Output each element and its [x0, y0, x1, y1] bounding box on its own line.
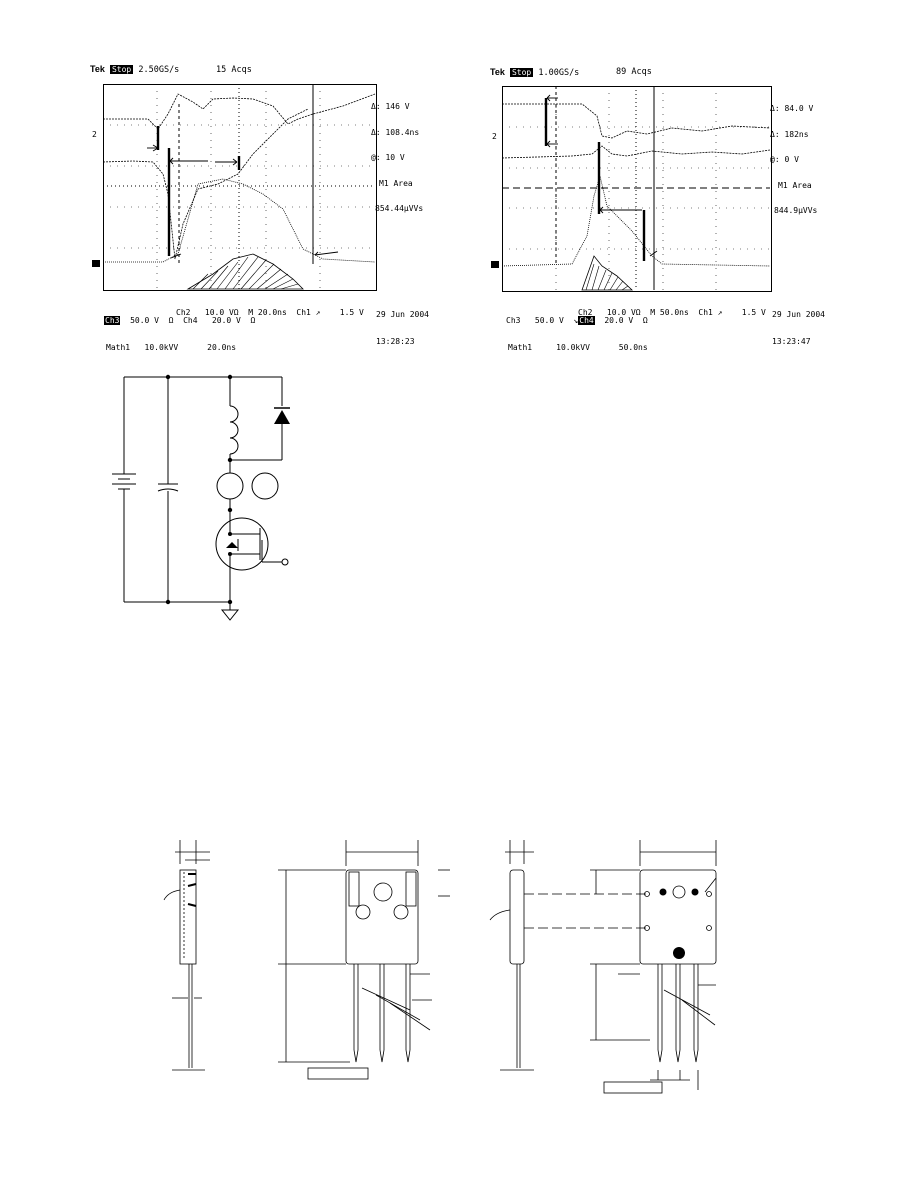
measurement-readout: Δ: 146 V Δ: 108.4ns @: 10 V M1 Area 854.…: [371, 86, 423, 231]
cursor-at: @: 10 V: [371, 153, 405, 162]
test-circuit-schematic: [112, 374, 290, 621]
graticule: [502, 86, 772, 292]
stop-badge: Stop: [109, 65, 134, 74]
channel-settings: Ch2 10.0 VΩ M 50.0ns Ch1 ↗ 1.5 V: [578, 290, 766, 335]
delta-v: Δ: 146 V: [371, 102, 410, 111]
sample-rate: 2.50GS/s: [138, 65, 180, 75]
graticule: [103, 84, 377, 291]
brand-label: Tek: [90, 64, 105, 74]
ch4-label: Ch4: [578, 316, 595, 325]
sample-rate: 1.00GS/s: [538, 68, 580, 78]
timestamp: 29 Jun 2004 13:23:47: [772, 292, 825, 364]
date: 29 Jun 2004: [772, 310, 825, 319]
cursor-at: @: 0 V: [770, 155, 799, 164]
acq-count: 15 Acqs: [216, 65, 252, 75]
ch4-settings: 20.0 V Ω: [594, 316, 648, 325]
ch3-label: Ch3: [104, 316, 121, 325]
measure-value: 854.44μVVs: [375, 204, 424, 213]
channel-2-marker: 2: [92, 130, 97, 139]
channel-2-marker: 2: [492, 132, 497, 141]
measure-label: M1 Area: [379, 178, 413, 188]
time: 13:23:47: [772, 337, 811, 346]
delta-v: Δ: 84.0 V: [770, 104, 814, 113]
ground-marker: [491, 261, 499, 268]
channel-settings: Ch2 10.0 VΩ M 20.0ns Ch1 ↗ 1.5 V: [176, 290, 364, 335]
math-line: Math1 10.0kVV 20.0ns: [106, 343, 237, 352]
math-line: Math1 10.0kVV 50.0ns: [508, 343, 648, 352]
acq-count-text: 89 Acqs: [616, 67, 652, 77]
time: 13:28:23: [376, 337, 415, 346]
measure-value: 844.9μVVs: [774, 206, 818, 215]
scope-screenshot-left: Tek Stop 2.50GS/s 15 Acqs: [88, 64, 429, 352]
waveform-plot: [501, 86, 771, 291]
delta-t: Δ: 108.4ns: [371, 127, 420, 137]
acq-count: 89 Acqs: [616, 67, 652, 77]
ground-marker: [92, 260, 100, 267]
diode-icon: [274, 410, 290, 424]
date: 29 Jun 2004: [376, 310, 429, 319]
measurement-readout: Δ: 84.0 V Δ: 182ns @: 0 V M1 Area 844.9μ…: [770, 88, 817, 233]
measure-label: M1 Area: [778, 180, 812, 190]
ch3-settings: Ch3 50.0 V ↘: [506, 316, 579, 325]
scope-header: Tek Stop 1.00GS/s: [490, 67, 579, 78]
ch3-settings: 50.0 V Ω Ch4 20.0 V Ω: [120, 316, 256, 325]
scope-header: Tek Stop 2.50GS/s: [90, 64, 179, 75]
brand-label: Tek: [490, 67, 505, 77]
acq-count-text: 15 Acqs: [216, 65, 252, 75]
package-outline-drawings: [163, 840, 717, 1094]
channel-settings-2: Ch3 50.0 V ↘Ch4 20.0 V Ω Math1 10.0kVV 5…: [506, 298, 648, 370]
waveform-plot: [102, 84, 376, 290]
ground-icon: [220, 609, 240, 621]
ch2-line: Ch2 10.0 VΩ M 50.0ns Ch1 ↗ 1.5 V: [578, 308, 766, 317]
delta-t: Δ: 182ns: [770, 129, 809, 139]
scope-screenshot-right: Tek Stop 1.00GS/s 89 Acqs: [488, 64, 828, 352]
ch2-line: Ch2 10.0 VΩ M 20.0ns Ch1 ↗ 1.5 V: [176, 308, 364, 317]
channel-settings-2: Ch3 50.0 V Ω Ch4 20.0 V Ω Math1 10.0kVV …: [104, 298, 255, 370]
timestamp: 29 Jun 2004 13:28:23: [376, 292, 429, 364]
stop-badge: Stop: [509, 68, 534, 77]
